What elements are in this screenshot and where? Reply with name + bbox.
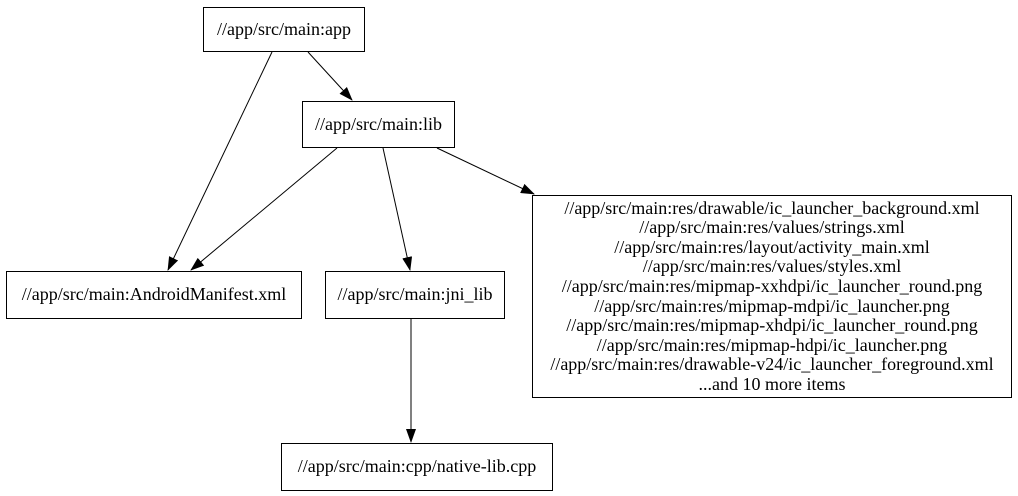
edge-lib-to-resources-group	[436, 147, 535, 195]
edge-lib-to-android-manifest	[190, 147, 338, 271]
graph-node-android-manifest: //app/src/main:AndroidManifest.xml	[6, 271, 302, 319]
graph-node-label: //app/src/main:res/values/styles.xml	[642, 256, 902, 277]
graph-node-label: //app/src/main:cpp/native-lib.cpp	[297, 456, 537, 477]
graph-node-label: //app/src/main:app	[217, 18, 351, 39]
edge-lib-to-jni-lib	[382, 147, 413, 271]
graph-node-label: //app/src/main:AndroidManifest.xml	[21, 284, 287, 305]
graph-node-jni-lib: //app/src/main:jni_lib	[325, 271, 505, 319]
graph-node-app: //app/src/main:app	[203, 7, 365, 52]
edge-app-to-android-manifest	[167, 51, 273, 271]
graph-node-label: //app/src/main:res/drawable-v24/ic_launc…	[550, 354, 994, 375]
graph-node-label: ...and 10 more items	[698, 373, 846, 394]
graph-node-label: //app/src/main:jni_lib	[337, 284, 493, 305]
graph-node-label: //app/src/main:lib	[315, 113, 442, 134]
edge-app-to-lib	[307, 51, 353, 101]
graph-node-label: //app/src/main:res/drawable/ic_launcher_…	[564, 197, 980, 218]
graph-node-label: //app/src/main:res/values/strings.xml	[639, 217, 905, 238]
graph-node-label: //app/src/main:res/mipmap-xxhdpi/ic_laun…	[561, 275, 983, 296]
graph-node-label: //app/src/main:res/layout/activity_main.…	[614, 236, 930, 257]
graph-node-native-lib-cpp: //app/src/main:cpp/native-lib.cpp	[281, 443, 553, 491]
graph-node-label: //app/src/main:res/mipmap-xhdpi/ic_launc…	[566, 315, 978, 336]
graph-node-label: //app/src/main:res/mipmap-mdpi/ic_launch…	[594, 295, 950, 316]
graph-node-lib: //app/src/main:lib	[302, 101, 455, 148]
graph-node-resources-group: //app/src/main:res/drawable/ic_launcher_…	[532, 195, 1012, 398]
graph-node-label: //app/src/main:res/mipmap-hdpi/ic_launch…	[596, 334, 948, 355]
